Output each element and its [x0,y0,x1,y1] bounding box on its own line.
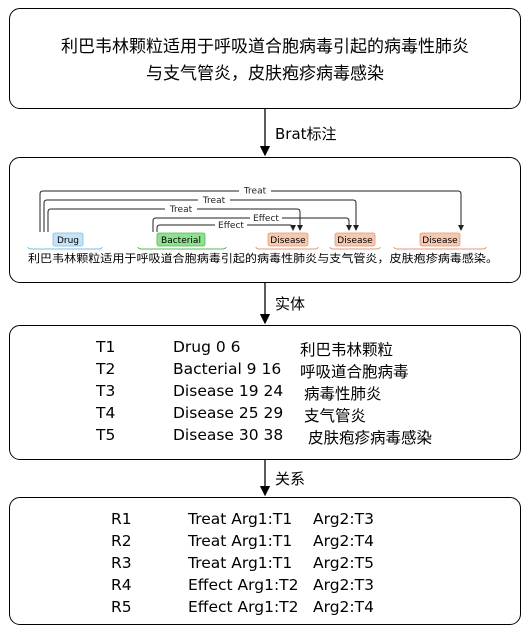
relation-list-box: R1 Treat Arg1:T1 Arg2:T3 R2 Treat Arg1:T… [9,497,521,625]
source-text-line-2: 与支气管炎，皮肤疱疹病毒感染 [146,64,384,84]
entity-row-text: 利巴韦林颗粒 [300,341,394,359]
entity-row-id: T3 [96,382,116,400]
entity-tag-disease-1-text: Disease [270,236,306,246]
entity-row-text: 呼吸道合胞病毒 [300,363,409,381]
entity-row-type: Disease 19 24 [173,382,284,400]
relation-row-type: Treat Arg1:T1 [188,510,293,528]
step-entity-label: 实体 [275,295,306,313]
entity-row-text: 皮肤疱疹病毒感染 [308,429,433,447]
brat-sentence: 利巴韦林颗粒适用于呼吸道合胞病毒引起的病毒性肺炎与支气管炎，皮肤疱疹病毒感染。 [28,251,498,265]
span-bracket-disease-2 [329,246,381,250]
source-text-box: 利巴韦林颗粒适用于呼吸道合胞病毒引起的病毒性肺炎 与支气管炎，皮肤疱疹病毒感染 [9,8,521,109]
span-bracket-bacterial [137,246,227,250]
relation-row-type: Treat Arg1:T1 [188,554,293,572]
relation-row-id: R5 [111,598,132,616]
brat-annotation-svg: Treat Treat Treat Effect Effect Drug Bac… [27,184,498,265]
relation-row-id: R2 [111,532,132,550]
step-brat-label: Brat标注 [275,125,337,143]
entity-row-id: T1 [96,338,116,356]
entity-list-box: T1 Drug 0 6 利巴韦林颗粒 T2 Bacterial 9 16 呼吸道… [9,325,521,460]
entity-row-text: 病毒性肺炎 [304,385,382,403]
span-bracket-disease-1 [255,246,319,250]
relation-row-arg2: Arg2:T4 [313,532,374,550]
relation-row-arg2: Arg2:T3 [313,510,374,528]
span-bracket-drug [27,246,103,250]
relation-row-arg2: Arg2:T4 [313,598,374,616]
relation-row-arg2: Arg2:T3 [313,576,374,594]
source-text-line-1: 利巴韦林颗粒适用于呼吸道合胞病毒引起的病毒性肺炎 [61,37,469,57]
entity-row-id: T2 [96,360,116,378]
entity-row-text: 支气管炎 [304,407,367,425]
arc-label-treat-2: Treat [202,196,226,206]
entity-tag-drug-text: Drug [57,236,79,246]
relation-row-id: R4 [111,576,132,594]
entity-tag-drug [52,232,84,247]
entity-tag-bacterial [156,232,206,247]
arc-treat-t1-t5 [39,190,464,232]
entity-row-type: Disease 25 29 [173,404,284,422]
entity-tag-disease-3 [419,232,461,247]
arc-label-effect-1: Effect [253,214,279,224]
entity-tag-disease-2 [334,232,376,247]
relation-row-arg2: Arg2:T5 [313,554,374,572]
step-relation-label: 关系 [275,470,306,488]
arc-label-treat-1: Treat [243,187,267,197]
entity-tag-disease-3-text: Disease [422,236,458,246]
entity-row-id: T4 [96,404,116,422]
entity-row-id: T5 [96,426,116,444]
brat-annotation-box: Treat Treat Treat Effect Effect Drug Bac… [9,157,521,283]
entity-row-type: Drug 0 6 [173,338,241,356]
entity-tag-bacterial-text: Bacterial [161,236,201,246]
entity-tag-disease-2-text: Disease [337,236,373,246]
relation-row-type: Treat Arg1:T1 [188,532,293,550]
entity-row-type: Disease 30 38 [173,426,284,444]
entity-row-type: Bacterial 9 16 [173,360,282,378]
relation-row-id: R3 [111,554,132,572]
arc-label-effect-2: Effect [218,221,244,231]
entity-tag-disease-1 [267,232,309,247]
span-bracket-disease-3 [393,246,487,250]
arc-label-treat-3: Treat [169,205,193,215]
relation-row-type: Effect Arg1:T2 [188,576,299,594]
relation-row-type: Effect Arg1:T2 [188,598,299,616]
relation-row-id: R1 [111,510,132,528]
